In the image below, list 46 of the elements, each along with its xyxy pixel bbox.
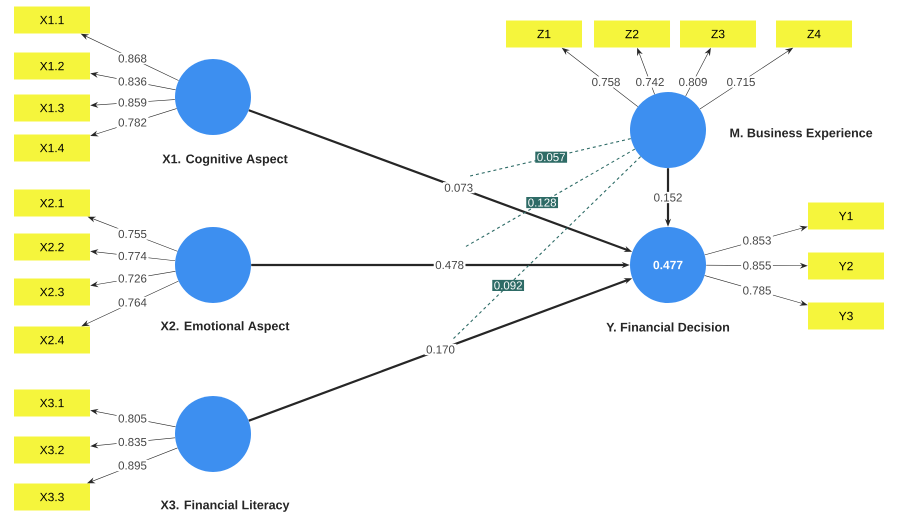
indicator-box: X2.4 [14, 326, 90, 354]
edge-label: 0.170 [424, 344, 456, 356]
edge-label: 0.057 [535, 152, 568, 163]
edge-label: 0.073 [442, 182, 475, 194]
edge-label: 0.782 [116, 116, 148, 128]
edge-label: 0.835 [116, 436, 148, 448]
indicator-box: Z2 [594, 20, 670, 48]
indicator-box: X1.2 [14, 52, 90, 80]
edge-label: 0.785 [741, 284, 773, 296]
indicator-box: X1.3 [14, 94, 90, 122]
indicator-box: Z4 [776, 20, 852, 48]
indicator-box: X3.1 [14, 390, 90, 416]
indicator-box: Z3 [680, 20, 756, 48]
variable-name: M. Business Experience [730, 128, 872, 140]
edge-label: 0.742 [634, 76, 666, 88]
edge-label: 0.855 [741, 260, 773, 272]
indicator-box: X3.2 [14, 436, 90, 464]
edge-label: 0.859 [116, 96, 148, 108]
edge-label: 0.809 [677, 76, 709, 88]
variable-name: X3. Financial Literacy [160, 500, 290, 512]
edge-label: 0.836 [116, 76, 148, 88]
variable-name: Y. Financial Decision [606, 322, 730, 332]
edge-label: 0.758 [590, 76, 622, 88]
indicator-box: Y1 [808, 202, 884, 230]
indicator-box: X2.1 [14, 190, 90, 216]
edge-label: 0.853 [741, 234, 773, 246]
edge-label: 0.726 [116, 272, 148, 284]
edge-label: 0.774 [116, 250, 148, 262]
indicator-box: X1.1 [14, 6, 90, 34]
edge-label: 0.895 [116, 460, 148, 472]
indicator-box: Y2 [808, 252, 884, 280]
indicator-box: X3.3 [14, 484, 90, 510]
edge-label: 0.805 [116, 412, 148, 424]
edge-label: 0.755 [116, 228, 148, 240]
edge-label: 0.715 [725, 76, 757, 88]
indicator-box: X2.2 [14, 234, 90, 260]
indicator-box: X2.3 [14, 278, 90, 306]
edge-label: 0.868 [116, 52, 148, 64]
edge-label: 0.478 [434, 259, 466, 271]
edge-label: 0.764 [116, 296, 148, 308]
indicator-box: Z1 [506, 20, 582, 48]
edge-label: 0.152 [652, 192, 684, 204]
variable-name: X1. Cognitive Aspect [162, 154, 288, 166]
indicator-box: X1.4 [14, 134, 90, 162]
indicator-box: Y3 [808, 302, 884, 330]
variable-name: X2. Emotional Aspect [160, 321, 290, 333]
